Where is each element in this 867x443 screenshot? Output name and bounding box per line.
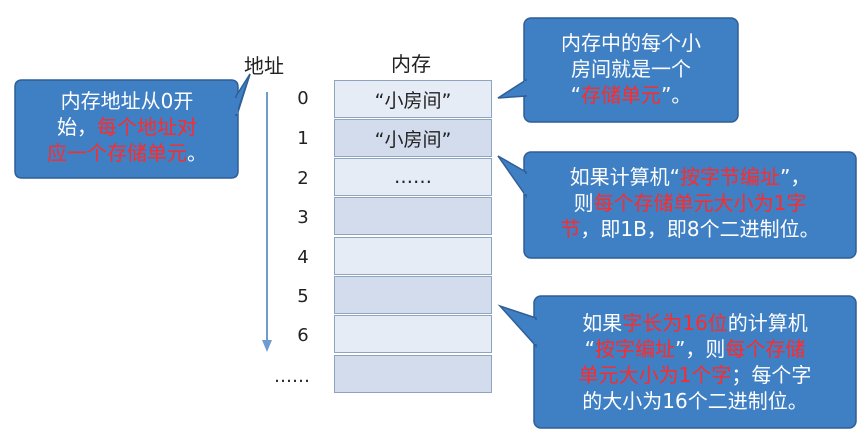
callout-left-line2: 始，每个地址对 [57,115,197,139]
address-label: 地址 [244,54,284,78]
callout-bottom-right-line2: “按字编址”，则每个存储 [584,337,806,361]
memory-cell-5 [334,276,492,314]
callout-mid-right-text: 如果计算机“按字节编址”， 则每个存储单元大小为1字 节，即1B，即8个二进制位… [524,164,856,242]
callout-bottom-right-text: 如果字长为16位的计算机 “按字编址”，则每个存储 单元大小为1个字；每个字 的… [534,310,856,414]
callout-left-text: 内存地址从0开 始，每个地址对 应一个存储单元。 [18,88,236,166]
callout-top-right-line1: 内存中的每个小 [561,31,701,55]
callout-mid-right-joint [524,174,530,194]
address-6: 6 [297,325,309,346]
address-2: 2 [297,168,309,189]
memory-cell-2: …… [334,158,492,196]
memory-cell-3 [334,197,492,235]
memory-cell-6 [334,315,492,353]
callout-top-right-text: 内存中的每个小 房间就是一个 “存储单元”。 [524,30,738,108]
address-1: 1 [297,128,309,149]
callout-left-joint [228,98,238,114]
memory-cell-4 [334,237,492,275]
callout-mid-right-shape [523,151,857,259]
address-axis-arrowhead [262,340,272,352]
callout-bottom-right-line4: 的大小为16个二进制位。 [582,389,808,413]
callout-bottom-right-joint [534,320,540,344]
callout-bottom-right-line3: 单元大小为1个字；每个字 [578,363,812,387]
address-5: 5 [297,286,309,307]
callout-bottom-right-line1: 如果字长为16位的计算机 [582,311,808,335]
callout-top-right-line3: “存储单元”。 [570,83,692,107]
callout-top-right-line2: 房间就是一个 [571,57,691,81]
callout-mid-right-line1: 如果计算机“按字节编址”， [569,165,811,189]
callout-mid-right-line3: 节，即1B，即8个二进制位。 [560,217,820,241]
callout-mid-right-line2: 则每个存储单元大小为1字 [573,191,807,215]
callout-top-right-joint [524,81,530,95]
callout-bottom-right-pointer [497,304,537,348]
callout-left-pointer [235,73,251,117]
callout-top-right-pointer [497,78,527,99]
memory-cell-0: “小房间” [334,80,492,118]
memory-cell-1: “小房间” [334,119,492,157]
callout-left-line1: 内存地址从0开 [60,89,194,113]
callout-top-right-shape [523,17,739,123]
callout-bottom-right-shape [533,295,857,429]
address-ellipsis: …… [274,366,310,387]
address-0: 0 [297,88,309,109]
callout-left-line3: 应一个存储单元。 [47,141,207,165]
address-3: 3 [297,207,309,228]
callout-mid-right-pointer [497,155,527,199]
address-4: 4 [297,247,309,268]
memory-label: 内存 [391,52,431,76]
memory-cell-7 [334,355,492,393]
